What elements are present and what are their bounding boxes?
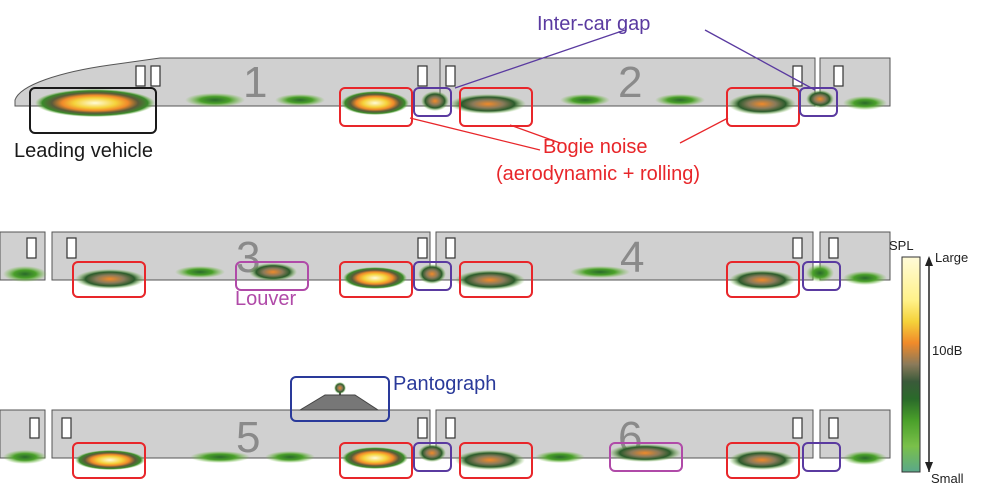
bogie-box <box>459 87 533 127</box>
doors-row-2 <box>26 237 839 259</box>
bogie-noise-sublabel: (aerodynamic + rolling) <box>496 163 700 185</box>
noise-hotspot <box>455 270 525 290</box>
spl-colorbar: SPL Large 10dB Small <box>889 238 968 486</box>
louver-label: Louver <box>235 288 296 310</box>
noise-hotspot <box>843 96 887 110</box>
noise-hotspot <box>265 451 315 463</box>
noise-hotspot <box>655 94 705 106</box>
noise-hotspot <box>334 382 346 394</box>
bogie-box <box>459 442 533 479</box>
louver-box <box>609 442 683 472</box>
noise-hotspot <box>275 94 325 106</box>
noise-hotspot <box>342 447 408 469</box>
leading-vehicle-box <box>29 87 157 134</box>
inter-car-gap-box <box>802 442 841 472</box>
noise-hotspot <box>3 450 47 464</box>
bogie-box <box>72 442 146 479</box>
noise-hotspot <box>418 264 446 284</box>
noise-hotspot <box>75 269 145 289</box>
noise-hotspot <box>570 266 630 278</box>
car-number-1: 1 <box>243 58 267 107</box>
noise-hotspot <box>450 94 526 114</box>
inter-car-gap-box <box>413 87 452 117</box>
annotation-boxes <box>29 87 841 479</box>
noise-hotspot <box>190 451 250 463</box>
noise-hotspot <box>535 451 585 463</box>
noise-hotspot <box>729 450 795 470</box>
noise-hotspot <box>729 270 795 290</box>
louver-box <box>235 261 309 291</box>
noise-hotspot <box>75 450 145 470</box>
noise-hotspot <box>418 444 446 462</box>
doors-row-1 <box>135 65 844 87</box>
noise-hotspot <box>455 450 525 470</box>
noise-hotspot <box>249 263 297 281</box>
inter-car-gap-box <box>413 261 452 291</box>
bogie-box <box>339 261 413 298</box>
bogie-noise-label: Bogie noise <box>543 136 648 158</box>
noise-hotspot <box>3 266 47 282</box>
doors-row-3 <box>29 417 839 439</box>
noise-hotspot <box>609 444 681 462</box>
noise-hotspot <box>421 91 449 111</box>
noise-hotspot <box>35 89 155 117</box>
noise-hotspots <box>3 89 887 470</box>
noise-hotspot <box>806 264 834 282</box>
noise-hotspot <box>843 451 887 465</box>
bogie-box <box>726 442 800 479</box>
pantograph-shape <box>298 394 380 411</box>
colorbar-10db-label: 10dB <box>932 343 962 358</box>
noise-hotspot <box>560 94 610 106</box>
inter-car-gap-box <box>413 442 452 472</box>
colorbar-gradient <box>901 256 921 473</box>
bogie-box <box>726 261 800 298</box>
bogie-box <box>339 87 413 127</box>
noise-hotspot <box>341 91 409 115</box>
bogie-box <box>339 442 413 479</box>
annotation-leader-lines <box>409 29 816 151</box>
leading-vehicle-label: Leading vehicle <box>14 140 153 162</box>
colorbar-title: SPL <box>889 238 914 253</box>
pantograph-box <box>290 376 390 422</box>
inter-car-gap-box <box>799 87 838 117</box>
noise-hotspot <box>185 93 245 107</box>
inter-car-gap-box <box>802 261 841 291</box>
noise-hotspot <box>806 90 834 108</box>
noise-hotspot <box>343 267 407 289</box>
bogie-box <box>459 261 533 298</box>
noise-hotspot <box>175 266 225 278</box>
pantograph-label: Pantograph <box>393 373 496 395</box>
colorbar-small-label: Small <box>931 471 964 486</box>
noise-hotspot <box>843 271 887 285</box>
bogie-box <box>72 261 146 298</box>
colorbar-large-label: Large <box>935 250 968 265</box>
noise-hotspot <box>728 93 796 115</box>
inter-car-gap-label: Inter-car gap <box>537 13 650 35</box>
car-number-2: 2 <box>618 58 642 107</box>
